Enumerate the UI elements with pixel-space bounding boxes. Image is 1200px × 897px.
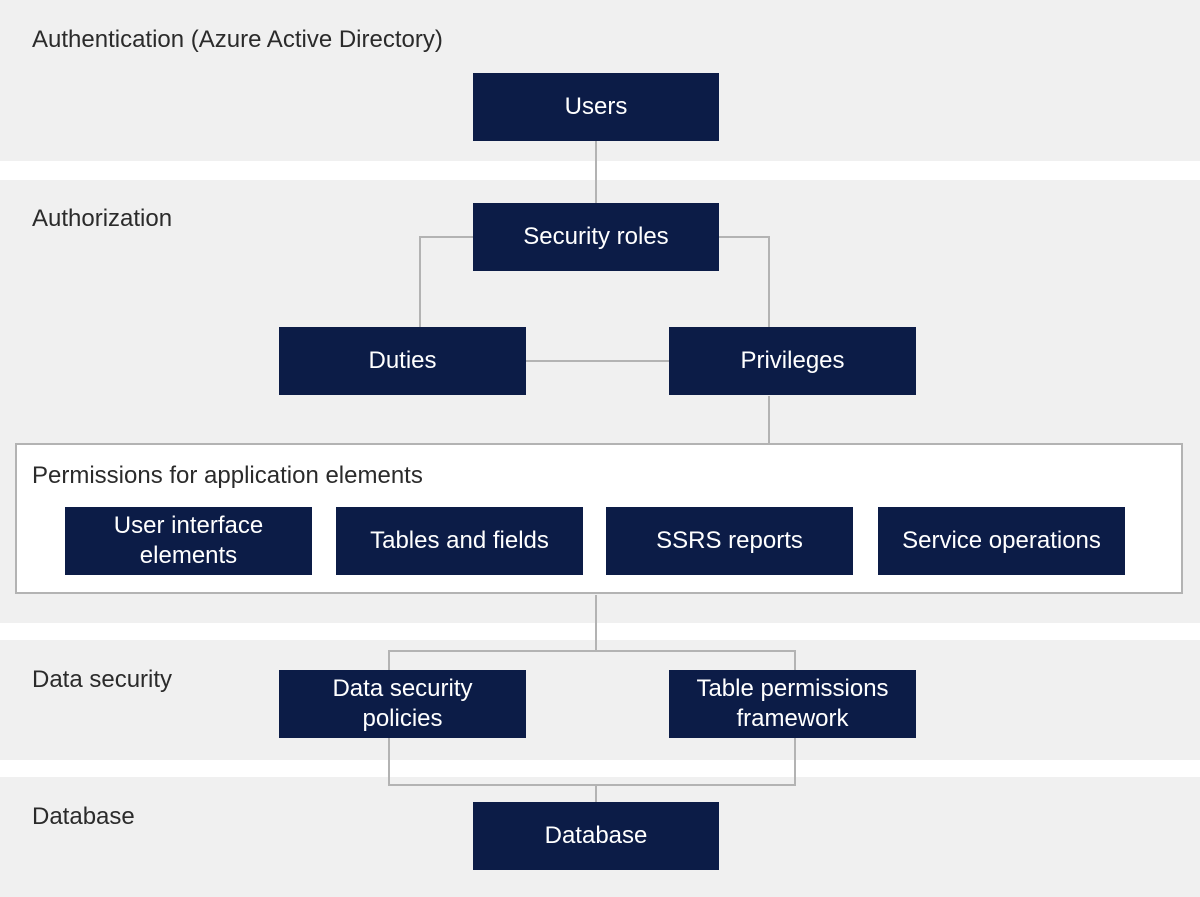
service-operations-node-label: Service operations [902, 527, 1101, 554]
tables-fields-node-label: Tables and fields [370, 527, 549, 554]
security-roles-node-label: Security roles [523, 223, 669, 250]
permissions-panel-label: Permissions for application elements [32, 462, 423, 489]
database-section-label: Database [32, 803, 135, 830]
users-node-label: Users [564, 93, 628, 120]
table-permissions-framework-node: Table permissions framework [669, 670, 916, 738]
authorization-section-label: Authorization [32, 205, 173, 232]
privileges-node-label: Privileges [740, 347, 845, 374]
table-permissions-framework-node-label: Table permissions framework [696, 675, 889, 732]
duties-node: Duties [279, 327, 526, 395]
data-security-policies-node: Data security policies [279, 670, 526, 738]
data-security-policies-node-label: Data security policies [332, 675, 473, 732]
connector-security-roles-privileges [719, 236, 770, 327]
connector-security-roles-duties [419, 236, 473, 327]
connector-data-security-loop [388, 650, 796, 786]
authentication-section-label: Authentication (Azure Active Directory) [32, 26, 443, 53]
ssrs-reports-node: SSRS reports [606, 507, 853, 575]
ssrs-reports-node-label: SSRS reports [656, 527, 803, 554]
data-security-section-label: Data security [32, 666, 173, 693]
database-node-label: Database [544, 822, 648, 849]
security-roles-node: Security roles [473, 203, 719, 271]
ui-elements-node-label: User interface elements [113, 512, 264, 569]
service-operations-node: Service operations [878, 507, 1125, 575]
data-security-band [0, 640, 1200, 760]
users-node: Users [473, 73, 719, 141]
privileges-node: Privileges [669, 327, 916, 395]
tables-fields-node: Tables and fields [336, 507, 583, 575]
ui-elements-node: User interface elements [65, 507, 312, 575]
database-node: Database [473, 802, 719, 870]
duties-node-label: Duties [368, 347, 437, 374]
